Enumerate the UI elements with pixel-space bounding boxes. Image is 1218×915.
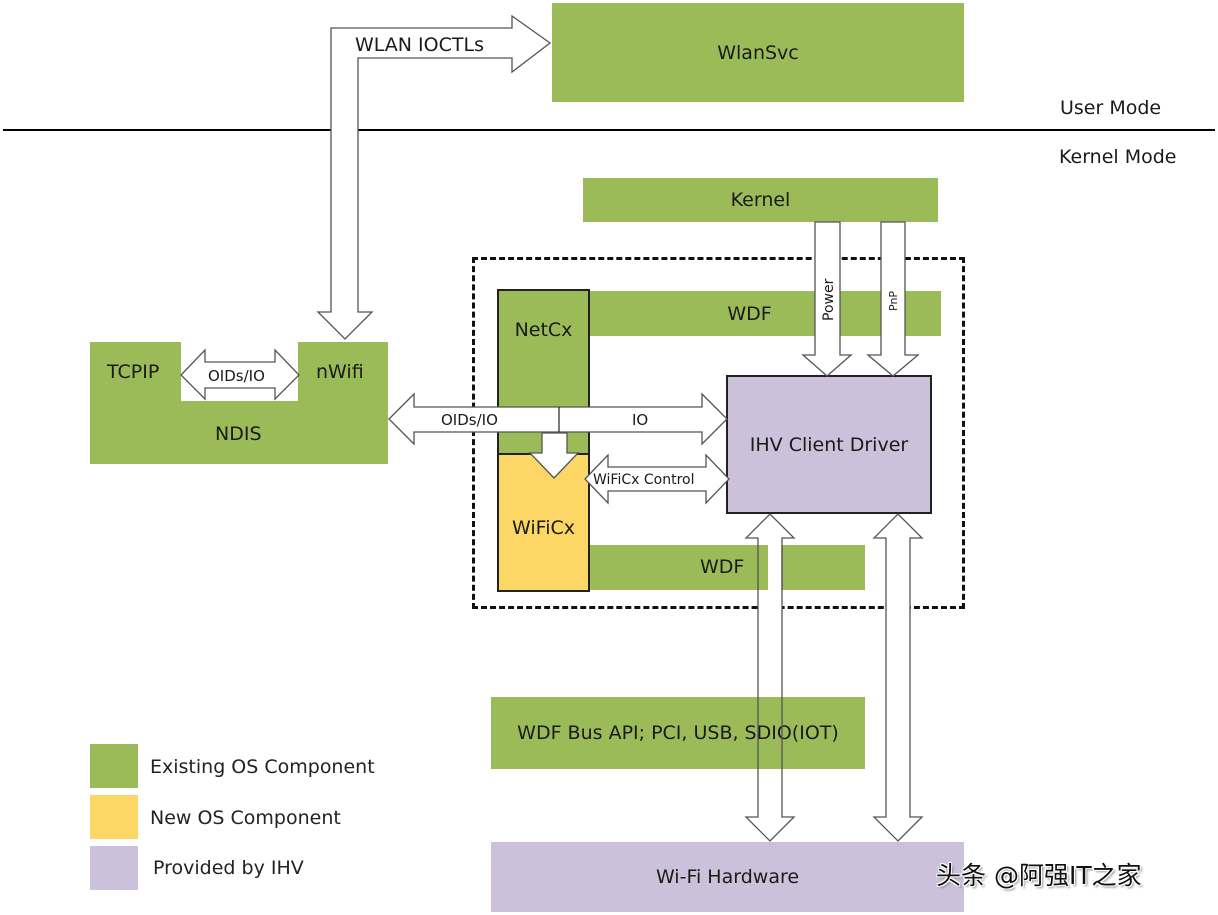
wifi-hardware-label: Wi-Fi Hardware <box>655 866 800 888</box>
netcx-label: NetCx <box>514 319 573 341</box>
wlansvc-label: WlanSvc <box>717 41 799 64</box>
ndis-label: NDIS <box>215 423 262 445</box>
legend-label-new: New OS Component <box>150 807 341 829</box>
mode-divider <box>3 129 1215 131</box>
kernel-box: Kernel <box>583 178 938 222</box>
direct-path-arrow <box>872 513 924 842</box>
wlan-ioctls-arrow <box>316 14 552 340</box>
wlan-ioctls-label: WLAN IOCTLs <box>355 34 484 56</box>
ndis-ihv-arrow <box>388 392 728 446</box>
wificx-control-label: WiFiCx Control <box>593 472 694 488</box>
bus-api-overlay-label: WDF Bus API; PCI, USB, SDIO(IOT) <box>517 722 839 744</box>
legend-swatch-existing <box>90 744 138 788</box>
power-arrow <box>801 221 853 377</box>
ihv-client-driver-label: IHV Client Driver <box>749 433 909 456</box>
netcx-wificx-arrow <box>528 432 580 479</box>
power-label: Power <box>821 278 837 321</box>
kernel-mode-label: Kernel Mode <box>1059 146 1177 168</box>
legend-label-ihv: Provided by IHV <box>153 857 304 879</box>
legend-swatch-new <box>90 795 138 839</box>
legend-swatch-ihv <box>90 846 138 890</box>
tcpip-label: TCPIP <box>107 361 160 383</box>
tcpip-nwifi-arrow <box>180 348 300 401</box>
wdf-bottom-overlay-label: WDF <box>700 556 745 578</box>
tcpip-nwifi-label: OIDs/IO <box>208 367 265 385</box>
watermark: 头条 @阿强IT之家 <box>936 861 1142 890</box>
wdf-top-label: WDF <box>727 302 772 325</box>
wificx-label: WiFiCx <box>512 516 575 539</box>
user-mode-label: User Mode <box>1060 97 1162 119</box>
wificx-box: WiFiCx <box>497 453 590 592</box>
wificx-control-arrow <box>584 453 730 505</box>
wlansvc-box: WlanSvc <box>552 3 964 102</box>
bus-api-overlay: WDF Bus API; PCI, USB, SDIO(IOT) <box>491 697 865 769</box>
kernel-label: Kernel <box>730 189 791 211</box>
legend-label-existing: Existing OS Component <box>150 756 375 778</box>
ndis-netcx-label: OIDs/IO <box>441 411 498 429</box>
netcx-ihv-label: IO <box>632 411 648 429</box>
pnp-label: PnP <box>887 291 900 311</box>
ihv-client-driver-box: IHV Client Driver <box>726 375 932 514</box>
wificx-stack-container <box>472 257 965 609</box>
pnp-arrow <box>866 221 920 377</box>
wifi-hardware-box: Wi-Fi Hardware <box>491 842 964 912</box>
nwifi-label: nWifi <box>316 361 364 383</box>
wdf-bottom-overlay <box>590 545 768 590</box>
